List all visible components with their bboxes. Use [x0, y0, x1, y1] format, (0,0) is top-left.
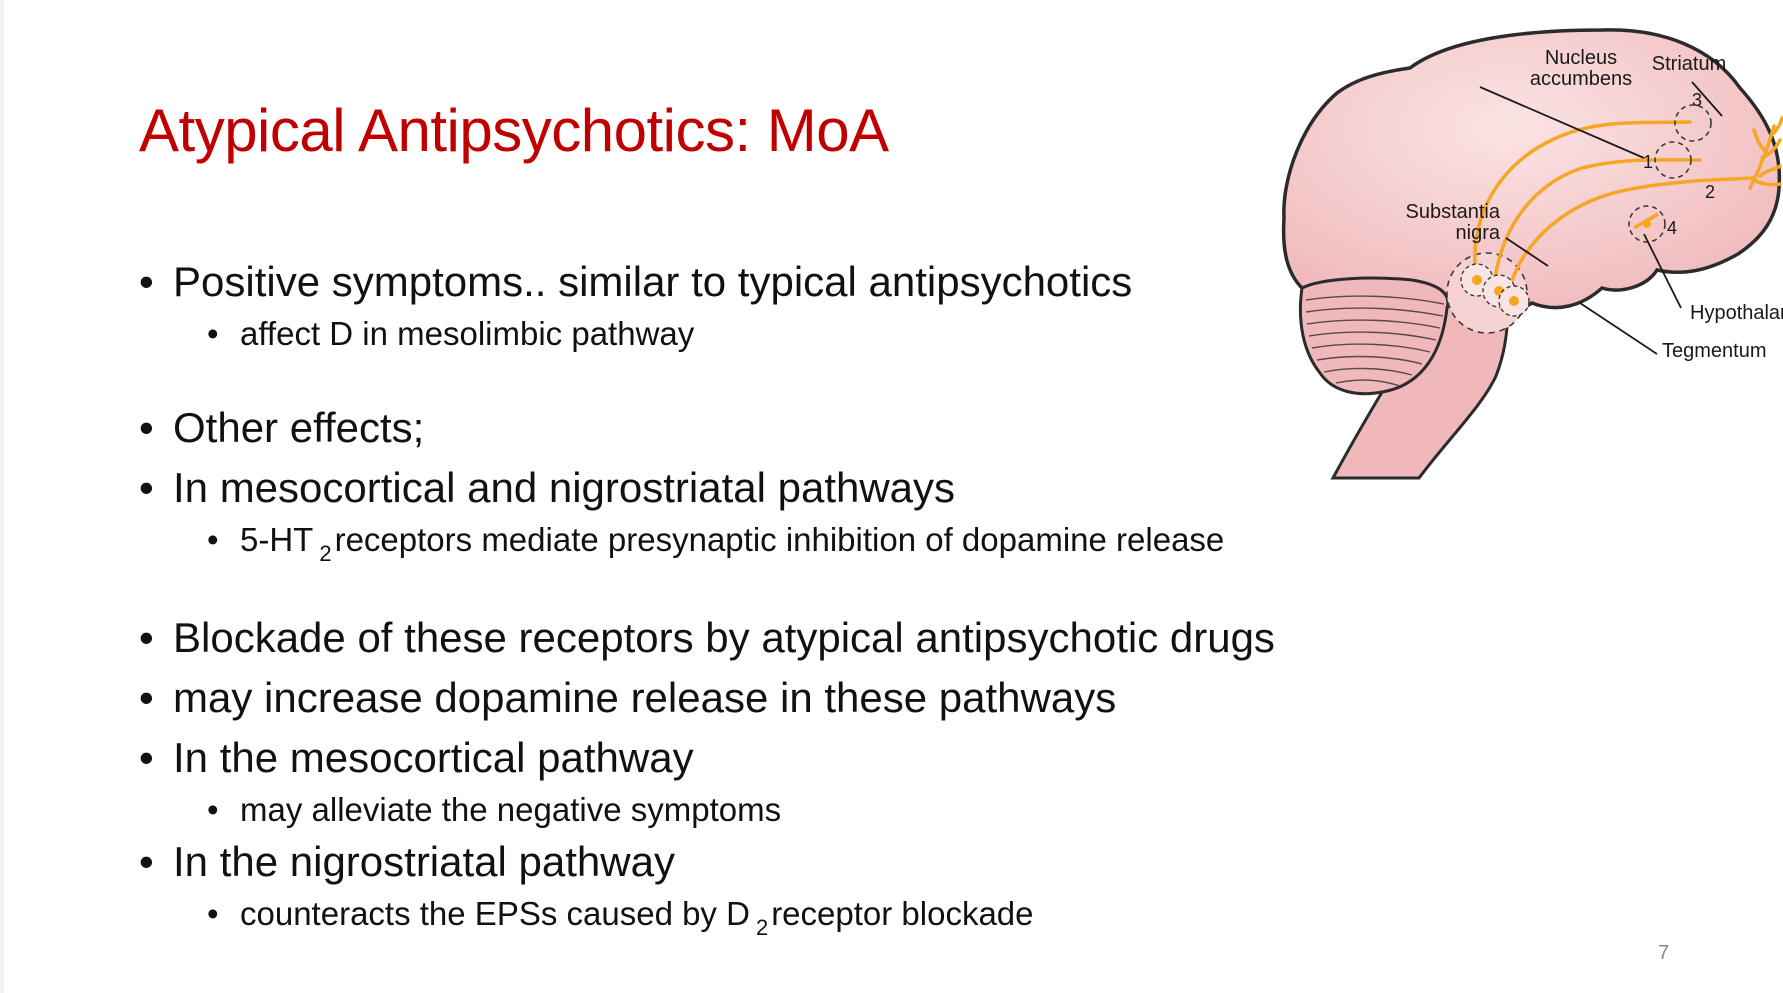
subscript: 2	[755, 915, 769, 940]
label-accumbens: accumbens	[1530, 68, 1632, 90]
bullet-positive-symptoms: Positive symptoms.. similar to typical a…	[139, 252, 1539, 312]
leader-striatum	[1691, 81, 1723, 117]
leader-nucleus-accumbens	[1479, 86, 1645, 159]
striatum-target-circle	[1674, 104, 1712, 142]
hypothalamus-dot	[1643, 220, 1651, 228]
subscript: 2	[319, 541, 332, 566]
pathway-number-1: 1	[1643, 152, 1653, 172]
label-hypothalamus: Hypothalamus	[1690, 302, 1783, 324]
slide-title: Atypical Antipsychotics: MoA	[139, 97, 889, 164]
label-substantia: Substantia	[1405, 201, 1500, 223]
subbullet-text: counteracts the EPSs caused by D	[240, 895, 750, 932]
bullet-nigrostriatal-pathway: In the nigrostriatal pathway	[139, 832, 1539, 892]
subbullet-negative-symptoms: may alleviate the negative symptoms	[207, 788, 1539, 832]
dopamine-pathways	[1473, 116, 1783, 300]
leader-lines	[1479, 81, 1723, 355]
leader-hypothalamus	[1643, 233, 1682, 309]
leader-tegmentum	[1579, 302, 1658, 355]
label-nucleus: Nucleus	[1545, 47, 1617, 69]
bullet-mesocortical-nigrostriatal: In mesocortical and nigrostriatal pathwa…	[139, 458, 1539, 518]
subbullet-text: receptors mediate presynaptic inhibition…	[334, 521, 1225, 558]
subbullet-text: receptor blockade	[771, 895, 1034, 932]
pathway-number-2: 2	[1705, 182, 1715, 202]
bullet-list: Positive symptoms.. similar to typical a…	[139, 252, 1539, 940]
pathway-number-4: 4	[1667, 218, 1677, 238]
label-nigra: nigra	[1456, 222, 1501, 244]
subbullet-mesolimbic: affect D in mesolimbic pathway	[207, 312, 1539, 356]
bullet-other-effects: Other effects;	[139, 398, 1539, 458]
bullet-blockade: Blockade of these receptors by atypical …	[139, 608, 1539, 668]
label-tegmentum: Tegmentum	[1662, 340, 1767, 362]
cerebellum	[1298, 276, 1450, 396]
leader-substantia-nigra	[1505, 237, 1549, 267]
bullet-mesocortical-pathway: In the mesocortical pathway	[139, 728, 1539, 788]
label-striatum: Striatum	[1652, 53, 1726, 75]
nucleus-accumbens-target-circle	[1654, 141, 1692, 179]
spacer	[139, 566, 1539, 608]
slide-left-edge	[0, 0, 4, 993]
bullet-increase-dopamine: may increase dopamine release in these p…	[139, 668, 1539, 728]
subbullet-eps: counteracts the EPSs caused by D2recepto…	[207, 892, 1539, 940]
pathway-number-3: 3	[1692, 90, 1702, 110]
pathway-origin-dots	[1460, 263, 1530, 317]
cerebellum-folia	[1305, 295, 1445, 387]
subbullet-text: 5-HT	[240, 521, 314, 558]
page-number: 7	[1658, 942, 1670, 964]
